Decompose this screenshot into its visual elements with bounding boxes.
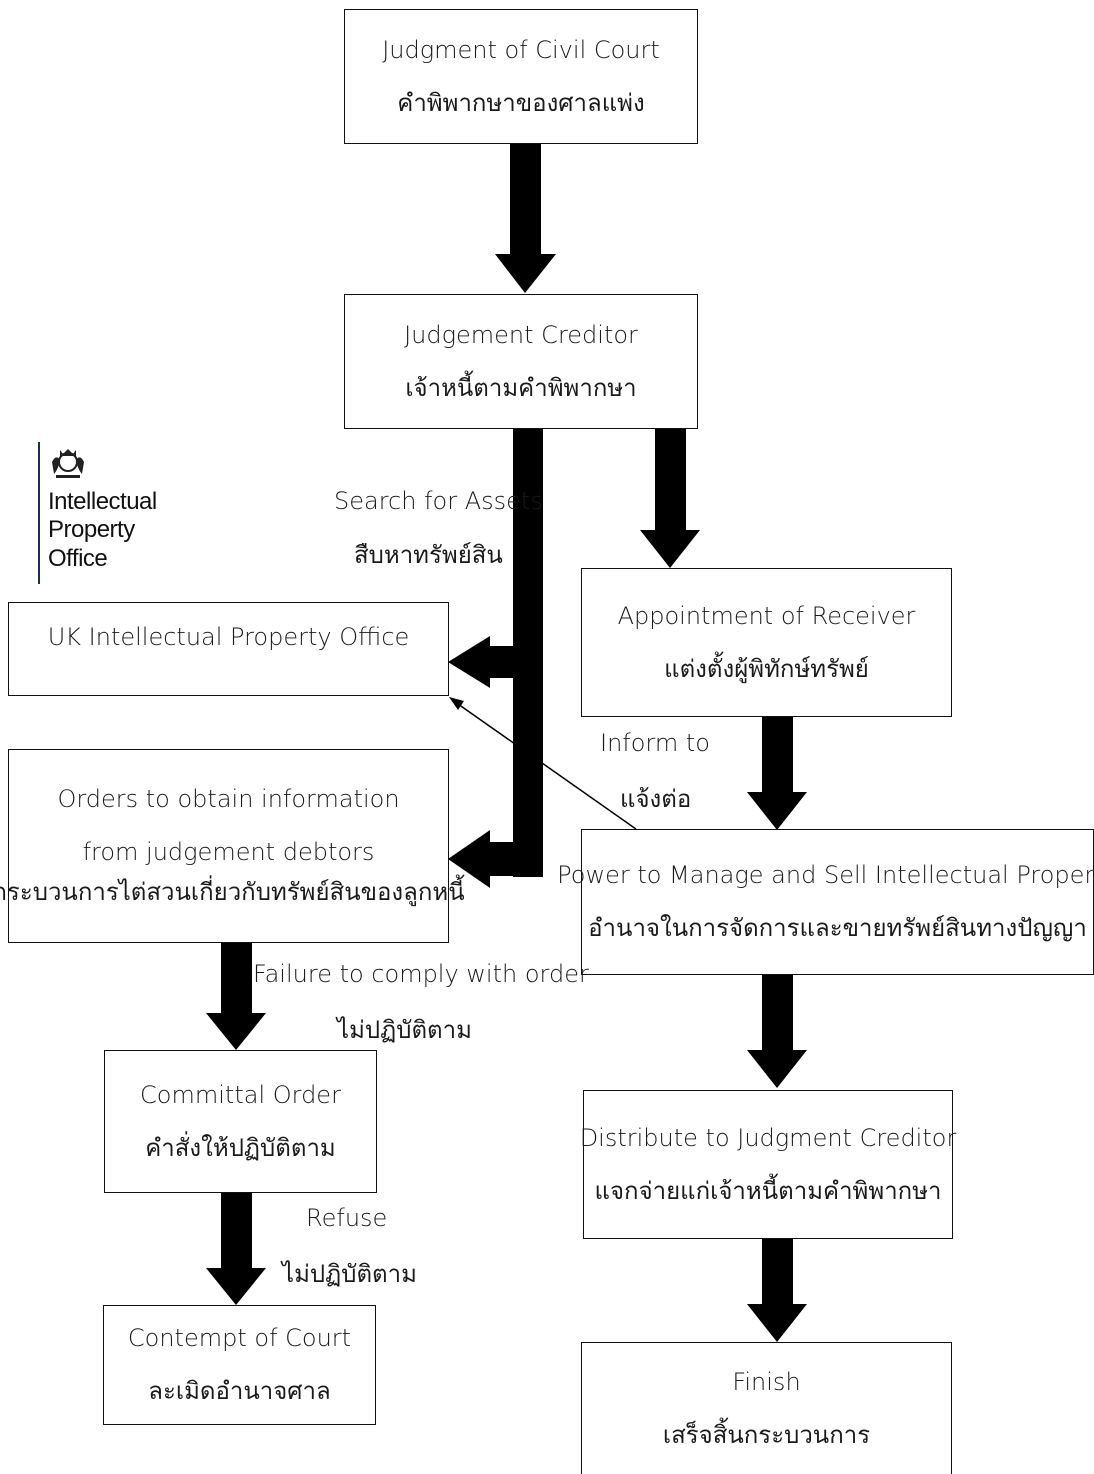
- edge-label-refuse-en: Refuse: [306, 1204, 388, 1232]
- arrow-distribute-to-finish: [747, 1238, 807, 1342]
- edge-label-failure-comply-en: Failure to comply with order: [253, 960, 589, 988]
- arrow-inform-line: [457, 703, 637, 830]
- node-label-en: Committal Order: [140, 1080, 341, 1109]
- node-label-en: Finish: [732, 1367, 801, 1396]
- node-committal-order: Committal Order คำสั่งให้ปฏิบัติตาม: [104, 1050, 377, 1193]
- node-label-en: Judgement Creditor: [404, 320, 638, 349]
- node-contempt-of-court: Contempt of Court ละเมิดอำนาจศาล: [103, 1305, 376, 1425]
- node-appointment-receiver: Appointment of Receiver แต่งตั้งผู้พิทัก…: [581, 568, 952, 717]
- node-label-en-1: Orders to obtain information: [57, 784, 400, 813]
- node-label-th: คำพิพากษาของศาลแพ่ง: [397, 88, 645, 117]
- node-orders-obtain-info: Orders to obtain information from judgem…: [0, 749, 465, 943]
- node-label-th: แต่งตั้งผู้พิทักษ์ทรัพย์: [664, 654, 869, 683]
- node-label-en: Distribute to Judgment Creditor: [579, 1123, 957, 1152]
- node-distribute: Distribute to Judgment Creditor แจกจ่ายแ…: [580, 1090, 956, 1239]
- node-label-th: แจกจ่ายแก่เจ้าหนี้ตามคำพิพากษา: [594, 1176, 942, 1205]
- node-label-en-2: from judgement debtors: [82, 837, 375, 866]
- node-uk-ipo: UK Intellectual Property Office: [8, 602, 449, 696]
- edge-label-inform-to-th: แจ้งต่อ: [620, 785, 692, 813]
- node-label-en: Contempt of Court: [127, 1324, 352, 1353]
- node-judgment-civil-court: Judgment of Civil Court คำพิพากษาของศาลแ…: [344, 9, 698, 144]
- edge-label-search-assets-en: Search for Assets: [334, 487, 543, 515]
- node-label-en: Judgment of Civil Court: [382, 35, 660, 64]
- node-label-th: ละเมิดอำนาจศาล: [148, 1377, 331, 1405]
- node-label-th: เจ้าหนี้ตามคำพิพากษา: [405, 373, 637, 402]
- node-label-th: คำสั่งให้ปฏิบัติตาม: [145, 1133, 336, 1162]
- logo-line-3: Office: [48, 544, 108, 572]
- edge-label-refuse-th: ไม่ปฏิบัติตาม: [282, 1260, 417, 1288]
- royal-crest-icon: [52, 449, 84, 478]
- logo-line-2: Property: [48, 516, 135, 544]
- arrow-orders-to-committal: [206, 942, 266, 1050]
- node-label-th: เสร็จสิ้นกระบวนการ: [662, 1420, 871, 1449]
- arrow-to-orders: [448, 830, 543, 888]
- node-judgement-creditor: Judgement Creditor เจ้าหนี้ตามคำพิพากษา: [344, 294, 698, 429]
- edge-label-inform-to-en: Inform to: [600, 729, 710, 757]
- node-label-th: กระบวนการไต่สวนเกี่ยวกับทรัพย์สินของลูกห…: [0, 878, 465, 907]
- node-finish: Finish เสร็จสิ้นกระบวนการ: [581, 1342, 952, 1474]
- node-label-en: UK Intellectual Property Office: [47, 623, 410, 651]
- arrow-committal-to-contempt: [206, 1192, 266, 1305]
- edge-label-failure-comply-th: ไม่ปฏิบัติตาม: [337, 1016, 472, 1044]
- arrow-creditor-to-receiver: [640, 428, 700, 568]
- logo-line-1: Intellectual: [48, 488, 157, 515]
- node-label-th: อำนาจในการจัดการและขายทรัพย์สินทางปัญญา: [588, 914, 1087, 942]
- node-label-en: Power to Manage and Sell Intellectual Pr…: [557, 861, 1094, 890]
- node-power-manage-sell: Power to Manage and Sell Intellectual Pr…: [557, 829, 1094, 975]
- ipo-logo: Intellectual Property Office: [38, 442, 178, 584]
- arrow-power-to-distribute: [747, 974, 807, 1088]
- arrow-court-to-creditor: [495, 143, 556, 293]
- node-label-en: Appointment of Receiver: [617, 601, 916, 630]
- edge-label-search-assets-th: สืบหาทรัพย์สิน: [354, 541, 503, 569]
- arrow-receiver-to-power: [747, 716, 807, 830]
- arrow-inform-head: [449, 697, 464, 710]
- arrow-to-ukipo: [448, 636, 543, 688]
